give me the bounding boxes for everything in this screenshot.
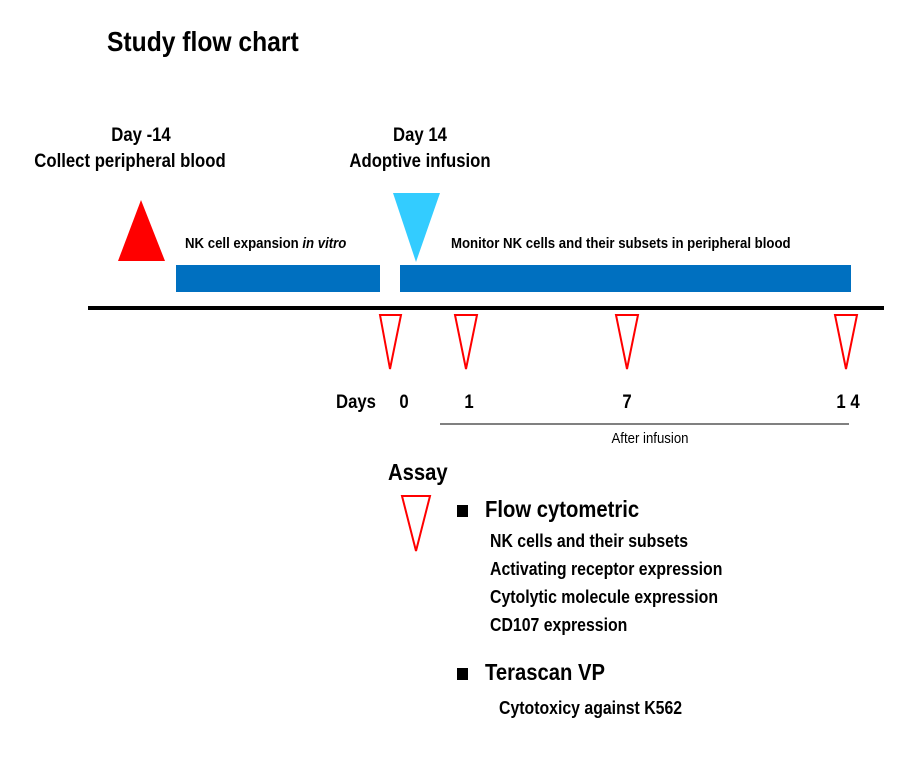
collect-blood-triangle-icon [118, 200, 165, 261]
collect-event-label: Collect peripheral blood [34, 151, 226, 172]
flow-item: CD107 expression [490, 615, 628, 635]
timeline-axis [88, 306, 884, 310]
infusion-day-label: Day 14 [393, 125, 447, 146]
day-tick-7: 7 [622, 392, 632, 413]
expansion-phase-bar [176, 265, 380, 292]
day-14-marker-icon [833, 314, 859, 370]
expansion-phase-label: NK cell expansion in vitro [185, 235, 346, 252]
expansion-label-italic: in vitro [302, 235, 347, 252]
days-axis-label: Days [336, 392, 376, 413]
collect-day-label: Day -14 [111, 125, 171, 146]
expansion-label-text: NK cell expansion [185, 235, 303, 252]
terascan-heading: Terascan VP [485, 659, 606, 685]
terascan-bullet-icon [457, 668, 468, 680]
flow-item: Activating receptor expression [490, 559, 723, 579]
after-infusion-label: After infusion [611, 430, 689, 447]
diagram-title: Study flow chart [107, 26, 299, 57]
monitor-phase-bar [400, 265, 851, 292]
day-0-marker-icon [378, 314, 403, 370]
day-tick-1: 1 [464, 392, 474, 413]
day-tick-14: 1 4 [836, 392, 860, 413]
assay-title: Assay [388, 459, 448, 485]
day-7-marker-icon [614, 314, 640, 370]
day-tick-0: 0 [399, 392, 409, 413]
flow-item: NK cells and their subsets [490, 531, 689, 551]
infusion-triangle-icon [393, 193, 440, 262]
day-1-marker-icon [453, 314, 479, 370]
infusion-event-label: Adoptive infusion [349, 151, 491, 172]
flow-bullet-icon [457, 505, 468, 517]
assay-marker-icon [400, 495, 432, 552]
flow-item: Cytolytic molecule expression [490, 587, 719, 607]
terascan-item: Cytotoxicy against K562 [499, 698, 683, 718]
flow-cytometric-heading: Flow cytometric [485, 496, 640, 522]
monitor-phase-label: Monitor NK cells and their subsets in pe… [451, 235, 791, 252]
